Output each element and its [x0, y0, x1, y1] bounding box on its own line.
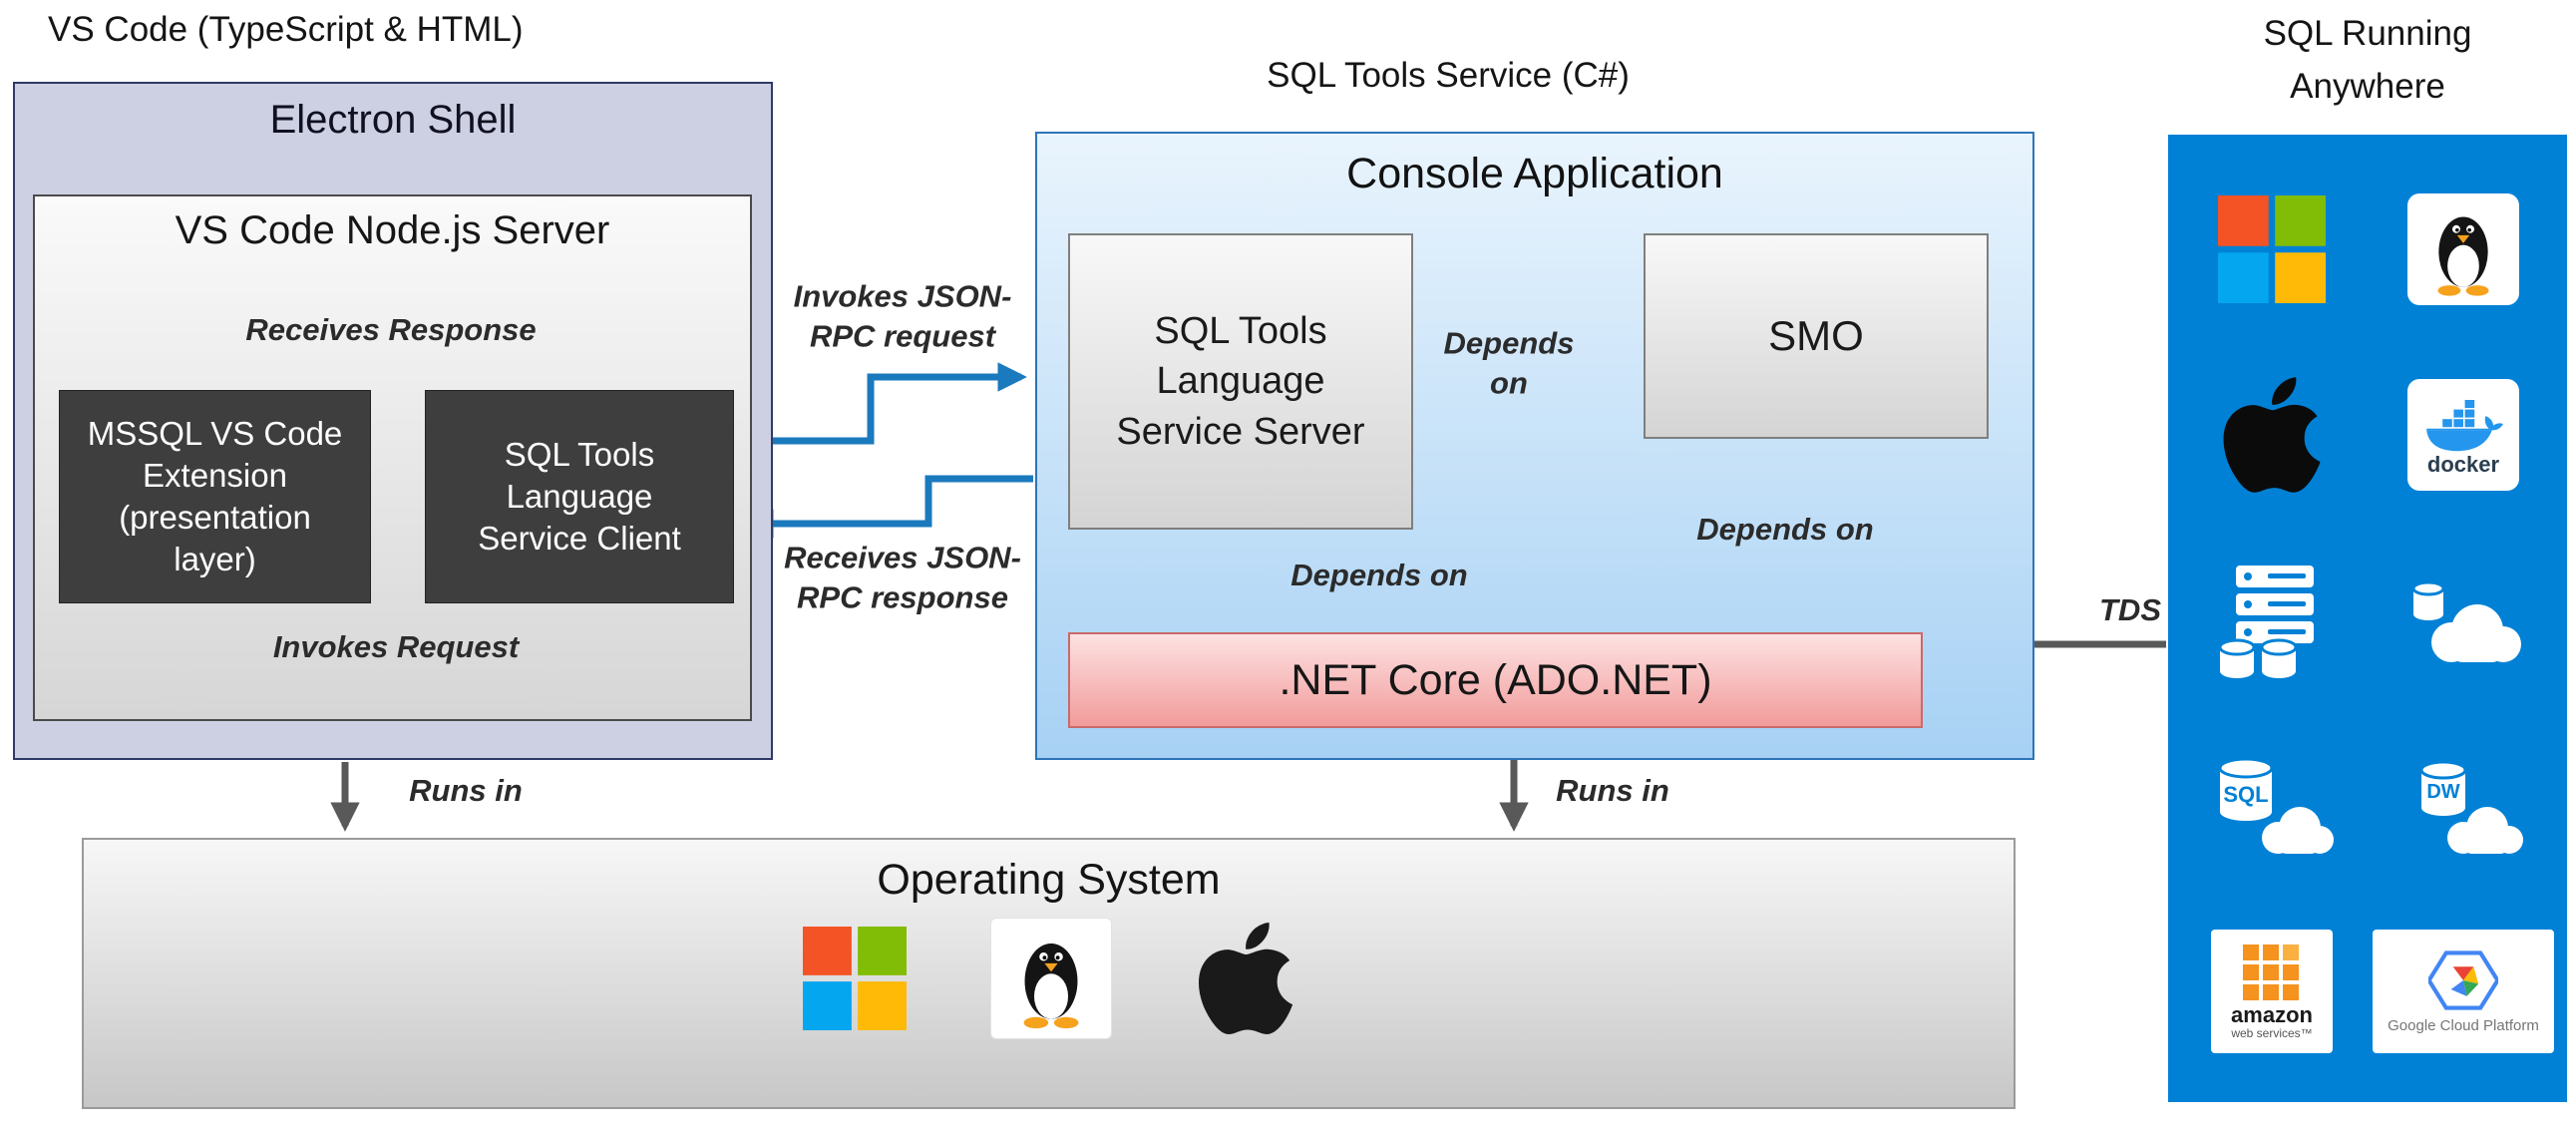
- label-depends-on-netcore: Depends on: [1696, 511, 1874, 547]
- aws-icon: amazon web services™: [2211, 930, 2333, 1053]
- server-stack-icon: [2218, 566, 2314, 678]
- label-receives-jsonrpc: Receives JSON- RPC response: [784, 540, 1021, 615]
- vscode-section-title: VS Code (TypeScript & HTML): [48, 10, 524, 49]
- mssql-extension-box: MSSQL VS Code Extension (presentation la…: [59, 390, 371, 603]
- gcp-label: Google Cloud Platform: [2388, 1016, 2539, 1034]
- label-depends-on-server: Depends on: [1290, 557, 1468, 592]
- label-runs-in-right: Runs in: [1556, 772, 1669, 808]
- platform-icons-grid: docker: [2168, 135, 2567, 1102]
- os-icons-row: [84, 915, 2014, 1042]
- sql-label: SQL: [2223, 782, 2268, 807]
- sql-anywhere-panel: docker: [2168, 135, 2567, 1102]
- apple-icon: [1198, 923, 1292, 1034]
- netcore-box: .NET Core (ADO.NET): [1068, 632, 1923, 728]
- label-depends-on-smo: Depends on: [1443, 325, 1575, 401]
- node-server-title: VS Code Node.js Server: [175, 208, 610, 252]
- console-application-title: Console Application: [1346, 150, 1723, 197]
- operating-system-box: Operating System: [82, 838, 2016, 1109]
- cloud-database-icon: [2411, 580, 2521, 662]
- service-server-box: SQL Tools Language Service Server: [1068, 233, 1413, 530]
- service-client-box: SQL Tools Language Service Client: [425, 390, 734, 603]
- label-tds: TDS: [2099, 591, 2161, 627]
- windows-icon: [2218, 195, 2326, 303]
- aws-webservices-label: web services™: [2231, 1025, 2313, 1040]
- arrow-invokes-jsonrpc: [736, 362, 1027, 445]
- label-runs-in-left: Runs in: [409, 772, 523, 808]
- operating-system-title: Operating System: [877, 856, 1221, 904]
- azure-sql-db-icon: SQL: [2218, 757, 2334, 854]
- electron-shell-title: Electron Shell: [269, 98, 517, 142]
- azure-dw-icon: DW: [2419, 760, 2523, 854]
- docker-label: docker: [2426, 452, 2500, 477]
- label-invokes-request: Invokes Request: [272, 628, 520, 664]
- gcp-icon: Google Cloud Platform: [2373, 930, 2554, 1053]
- aws-amazon-label: amazon: [2231, 1001, 2313, 1027]
- linux-tux-icon: [2407, 193, 2519, 305]
- label-invokes-jsonrpc: Invokes JSON- RPC request: [793, 278, 1012, 354]
- apple-icon: [2223, 377, 2321, 493]
- windows-icon: [802, 927, 907, 1030]
- sqltools-section-title: SQL Tools Service (C#): [1267, 56, 1630, 95]
- linux-tux-icon: [989, 918, 1112, 1039]
- dw-label: DW: [2426, 781, 2459, 803]
- smo-box: SMO: [1644, 233, 1989, 439]
- panel-title: SQL Running Anywhere: [2263, 14, 2472, 106]
- arrow-receives-jsonrpc: [744, 475, 1033, 539]
- docker-icon: docker: [2407, 379, 2519, 491]
- label-receives-response: Receives Response: [245, 311, 537, 347]
